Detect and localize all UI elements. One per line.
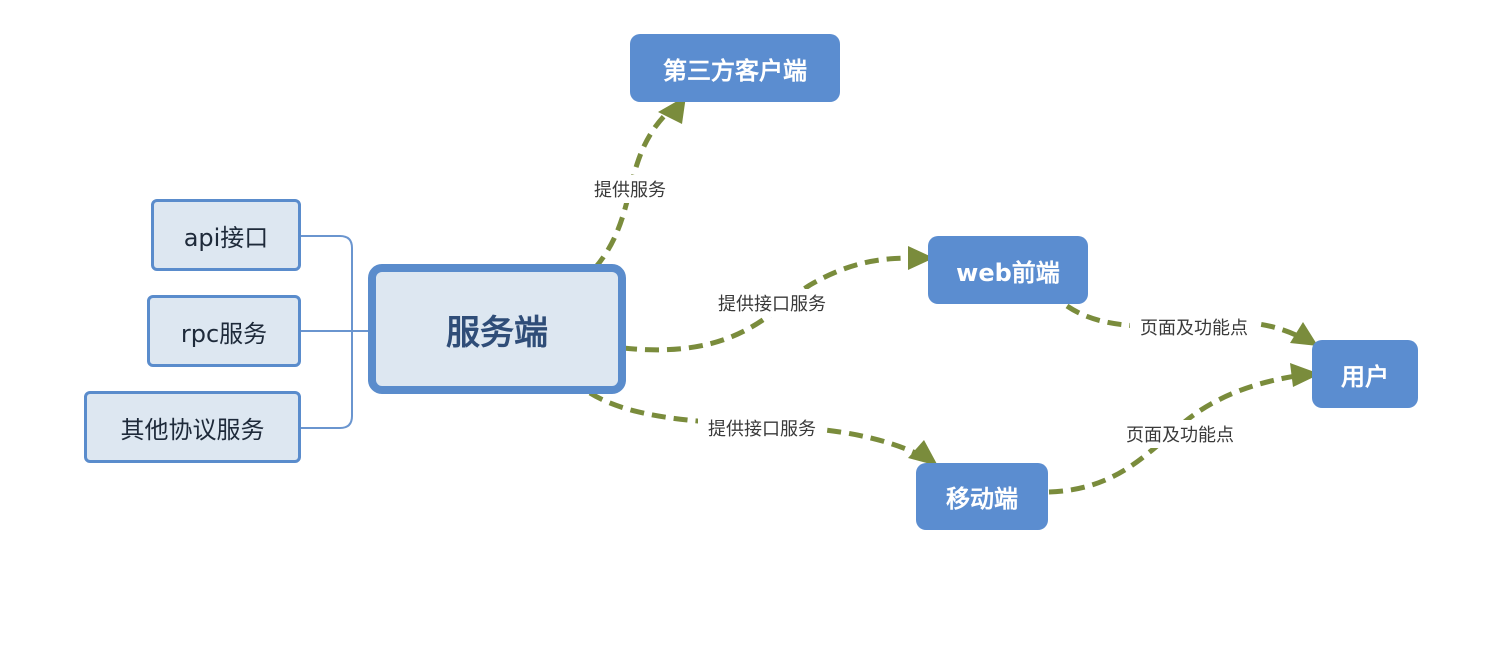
edge-label-web-user: 页面及功能点 bbox=[1140, 318, 1248, 339]
edge-label-server-mobile: 提供接口服务 bbox=[708, 419, 816, 440]
arrowhead-third-party bbox=[658, 96, 686, 124]
edge-labels: 提供服务 提供接口服务 提供接口服务 页面及功能点 页面及功能点 bbox=[587, 175, 1258, 448]
edge-label-server-third-party: 提供服务 bbox=[594, 180, 666, 201]
arrow-server-to-web bbox=[622, 255, 913, 353]
node-web-frontend[interactable]: web前端 bbox=[928, 236, 1088, 304]
arrowhead-user-bottom bbox=[1290, 363, 1320, 387]
edge-label-server-web: 提供接口服务 bbox=[718, 294, 826, 315]
node-third-party-client[interactable]: 第三方客户端 bbox=[630, 34, 840, 102]
connector-api bbox=[300, 235, 353, 330]
node-user[interactable]: 用户 bbox=[1312, 340, 1418, 408]
edge-label-mobile-user: 页面及功能点 bbox=[1126, 425, 1234, 446]
connector-other bbox=[300, 330, 353, 429]
node-other-protocol[interactable]: 其他协议服务 bbox=[84, 391, 301, 463]
arrow-heads bbox=[658, 96, 1320, 466]
arrowhead-mobile bbox=[908, 440, 938, 466]
node-rpc[interactable]: rpc服务 bbox=[147, 295, 301, 367]
arrowhead-user-top bbox=[1290, 322, 1318, 346]
arrow-server-to-mobile bbox=[588, 390, 922, 458]
node-api[interactable]: api接口 bbox=[151, 199, 301, 271]
arrowhead-web bbox=[908, 246, 934, 270]
node-mobile[interactable]: 移动端 bbox=[916, 463, 1048, 530]
tree-connectors bbox=[300, 235, 372, 429]
node-server[interactable]: 服务端 bbox=[368, 264, 626, 394]
